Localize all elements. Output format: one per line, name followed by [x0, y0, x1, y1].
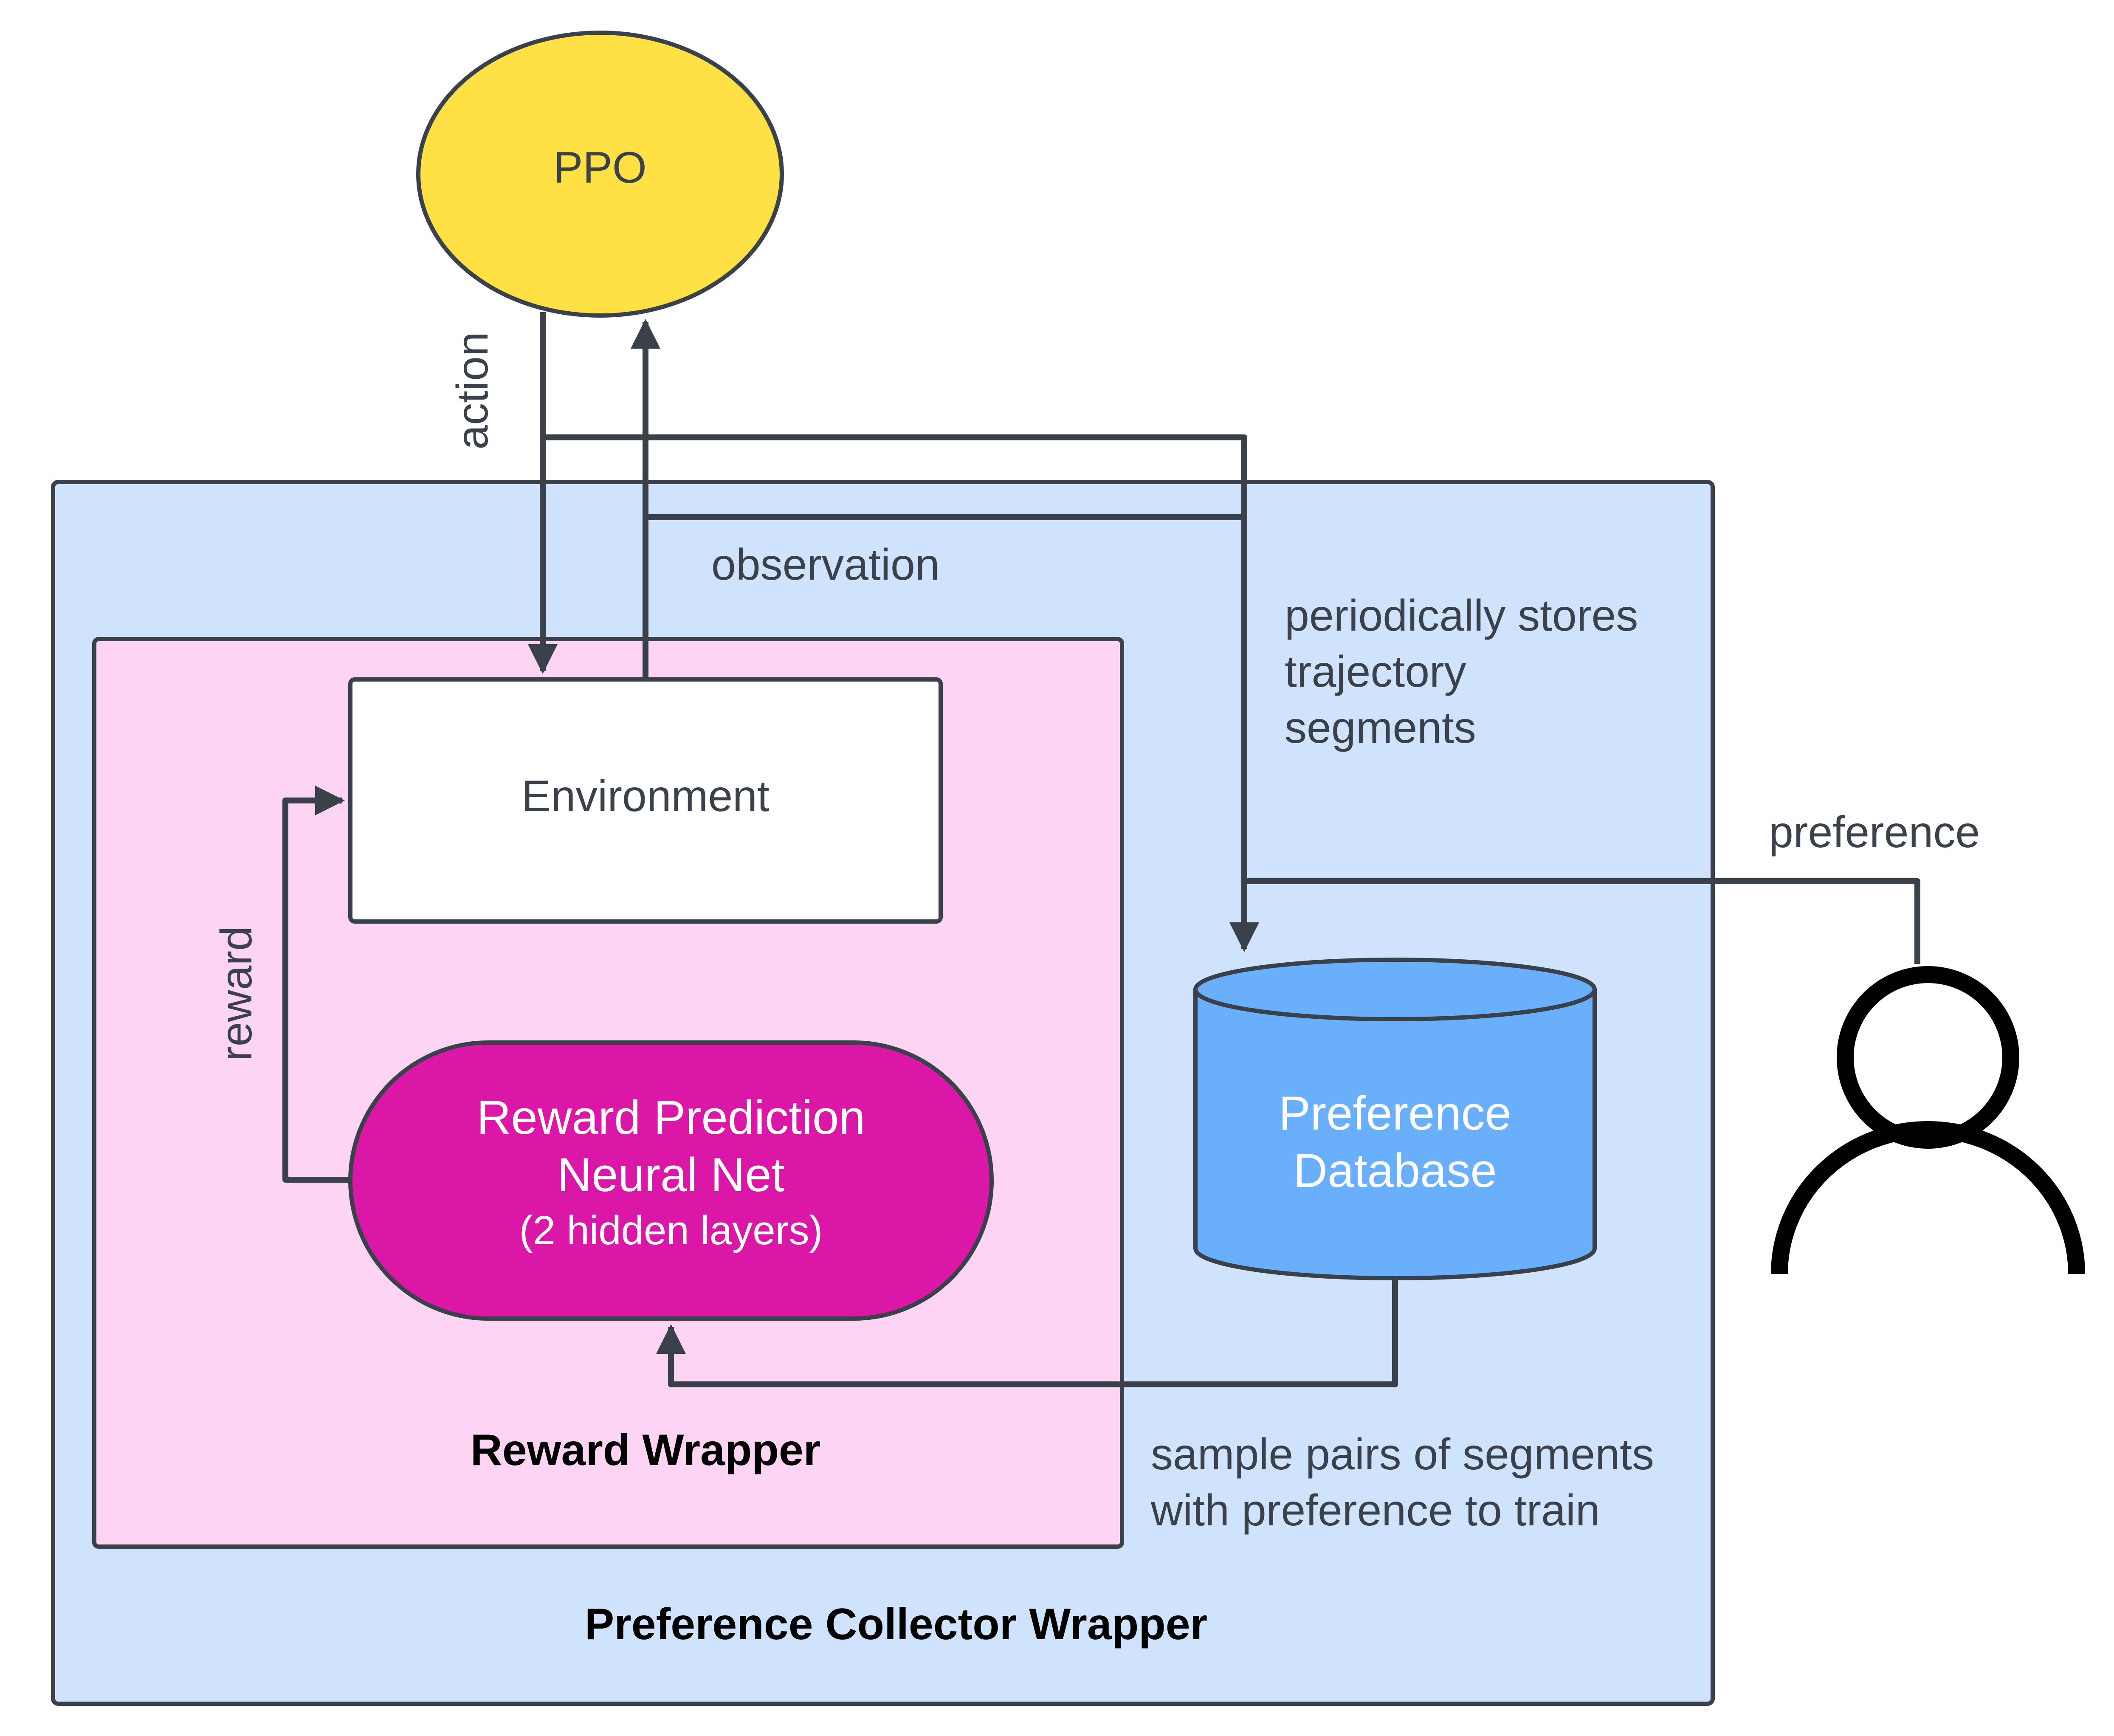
sample-label-line2: with preference to train — [1150, 1486, 1600, 1535]
preference-edge — [1244, 878, 1920, 964]
preference-database-node — [1193, 958, 1597, 1280]
ppo-label: PPO — [553, 143, 647, 192]
reward-wrapper-title: Reward Wrapper — [471, 1426, 821, 1475]
database-label-line1: Preference — [1279, 1087, 1511, 1140]
observation-label: observation — [711, 540, 940, 589]
stores-label-line3: segments — [1285, 703, 1476, 752]
reward-label: reward — [212, 926, 261, 1061]
reward-net-label-line1: Reward Prediction — [476, 1091, 865, 1144]
reward-net-label-line3: (2 hidden layers) — [519, 1208, 823, 1253]
action-to-database-edge — [543, 434, 1259, 952]
preference-collector-wrapper-title: Preference Collector Wrapper — [585, 1600, 1207, 1649]
preference-label: preference — [1769, 808, 1980, 857]
sample-edge — [656, 1278, 1398, 1387]
person-icon — [1771, 966, 2085, 1274]
ppo-node — [416, 31, 784, 318]
action-label: action — [448, 332, 497, 450]
reward-edge — [282, 786, 350, 1183]
stores-label-line1: periodically stores — [1285, 591, 1638, 640]
stores-label-line2: trajectory — [1285, 647, 1466, 696]
database-label-line2: Database — [1293, 1144, 1497, 1197]
environment-label: Environment — [521, 772, 769, 821]
reward-net-label-line2: Neural Net — [557, 1148, 784, 1201]
sample-label-line1: sample pairs of segments — [1151, 1430, 1654, 1479]
